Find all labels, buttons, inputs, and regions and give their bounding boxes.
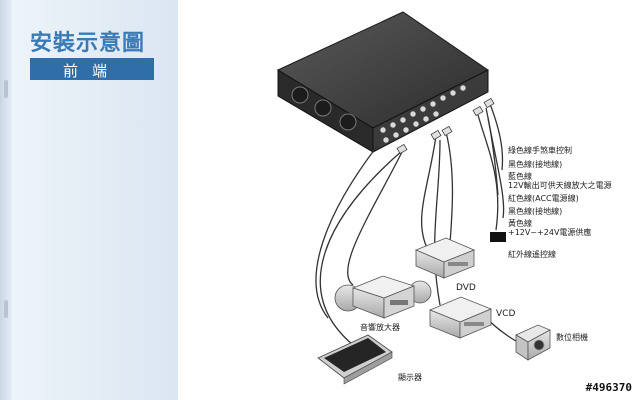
blue-sidebar: 安裝示意圖 前端 — [0, 0, 178, 400]
wire-label-red-acc: 紅色線(ACC電源線) — [508, 194, 579, 203]
wire-label-yellow: 黃色線 — [508, 219, 532, 228]
audio-amplifier — [334, 275, 432, 319]
display-label: 顯示器 — [398, 373, 422, 382]
amplifier-label: 音響放大器 — [360, 323, 400, 332]
section-bar: 前端 — [30, 58, 154, 80]
display-monitor — [317, 334, 393, 385]
vcd-label: VCD — [496, 309, 516, 319]
section-label: 前端 — [62, 62, 121, 80]
wire-label-blue: 藍色線 — [508, 172, 532, 181]
dvd-player — [414, 237, 476, 279]
page-number: #496370 — [585, 381, 632, 394]
wire-label-black-ground: 黑色線(接地線) — [508, 160, 563, 169]
page-title: 安裝示意圖 — [30, 31, 146, 56]
ir-sensor — [490, 232, 506, 242]
dvd-label: DVD — [456, 283, 476, 293]
camera-label: 數位相機 — [556, 333, 588, 342]
binding-mark — [4, 80, 8, 98]
connector-plugs — [396, 97, 495, 155]
wire-label-green: 綠色線手煞車控制 — [508, 146, 572, 155]
wire-label-antenna-power: 12V輸出可供天線放大之電源 — [508, 181, 612, 190]
digital-camera — [515, 324, 551, 361]
wire-label-power-supply: +12V~+24V電源供應 — [508, 228, 592, 237]
main-unit — [276, 11, 489, 153]
wire-label-black-ground-2: 黑色線(接地線) — [508, 207, 563, 216]
vcd-player — [428, 296, 493, 339]
page-edge — [0, 0, 12, 400]
binding-mark — [4, 300, 8, 318]
ir-remote-label: 紅外線遙控線 — [508, 250, 556, 259]
installation-diagram — [276, 11, 551, 385]
